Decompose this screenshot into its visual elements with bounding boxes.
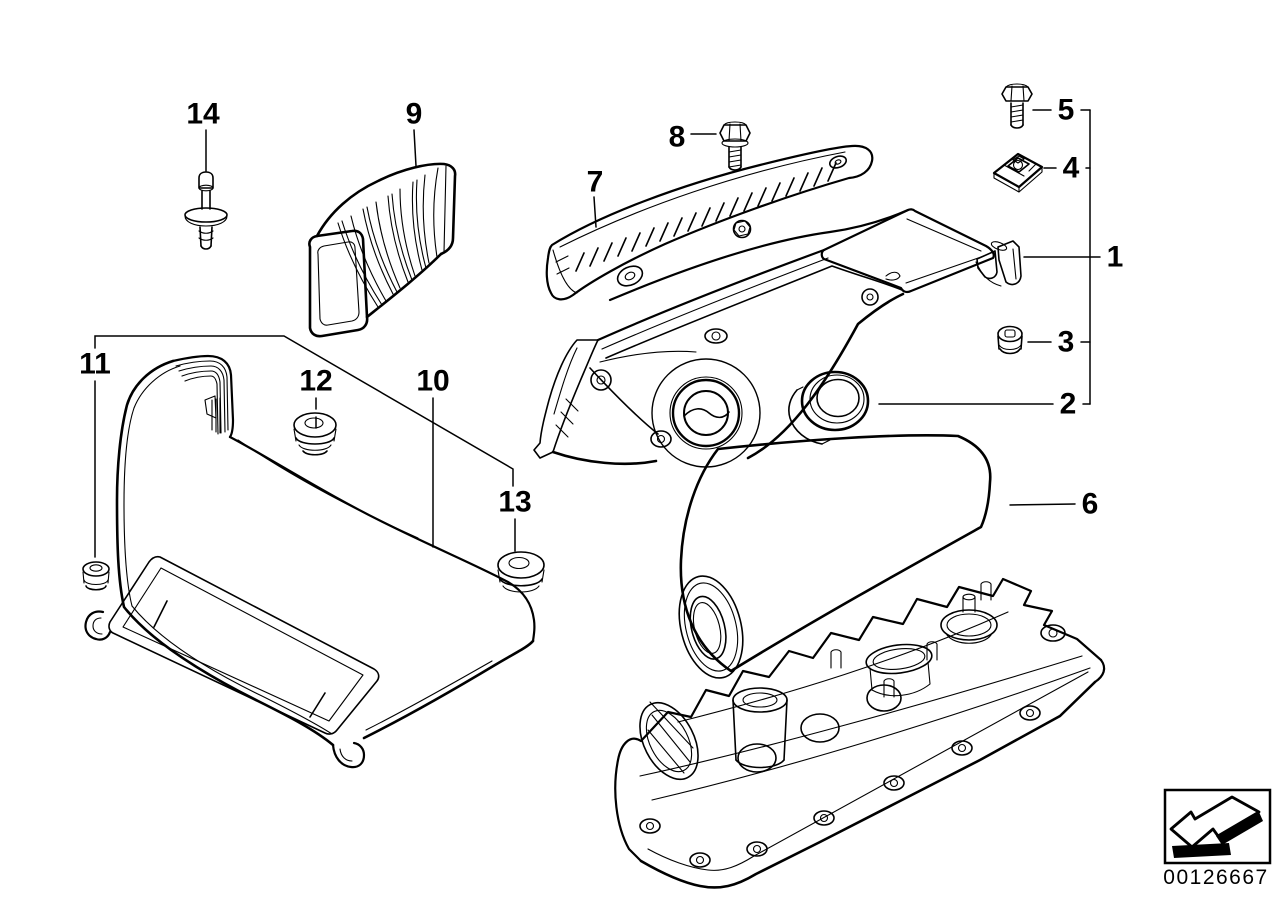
part-8-screw-drawing — [719, 121, 751, 171]
callout-2-label: 2 — [1060, 388, 1077, 421]
air-duct-drawing — [84, 354, 536, 769]
callout-7-leader-line — [593, 196, 597, 228]
callout-14-label: 14 — [186, 98, 220, 131]
direction-arrow-icon — [1169, 795, 1263, 858]
callout-6-leader-line — [1009, 503, 1076, 506]
callout-7-label: 7 — [587, 166, 604, 199]
callout-10-label: 10 — [416, 365, 449, 398]
callout-5-label: 5 — [1058, 94, 1075, 127]
callout-13-label: 13 — [498, 486, 531, 519]
callout-11-label: 11 — [79, 348, 111, 381]
grommet-11-drawing — [82, 561, 110, 591]
grommet-12-drawing — [293, 412, 337, 456]
callout-12-label: 12 — [299, 365, 332, 398]
part-4-clip-nut-drawing — [992, 152, 1044, 193]
part-5-bolt-drawing — [1001, 83, 1033, 129]
callout-1-label: 1 — [1107, 241, 1124, 274]
part-2-seal-ring-drawing — [788, 370, 870, 445]
part-9-intake-bellows-drawing — [308, 162, 457, 338]
part-6-filter-element-drawing — [678, 434, 992, 679]
callout-9-leader-line — [413, 129, 417, 167]
diagram-part-number: 00126667 — [1163, 866, 1268, 889]
part-1-acoustic-cover-drawing — [533, 208, 1022, 468]
cylinder-head-cover-drawing — [614, 577, 1106, 889]
callout-6-label: 6 — [1082, 488, 1099, 521]
callout-11-leader-line — [94, 335, 514, 487]
grommet-13-drawing — [497, 551, 545, 593]
callout-8-label: 8 — [669, 121, 686, 154]
part-3-grommet-drawing — [997, 325, 1023, 355]
part-7-cover-strip-drawing — [545, 144, 874, 301]
callout-9-label: 9 — [406, 98, 423, 131]
diagram-id-box: 00126667 — [1163, 788, 1272, 889]
callout-4-label: 4 — [1063, 152, 1080, 185]
part-14-expanding-rivet-drawing — [184, 171, 228, 250]
callout-3-label: 3 — [1058, 326, 1075, 359]
